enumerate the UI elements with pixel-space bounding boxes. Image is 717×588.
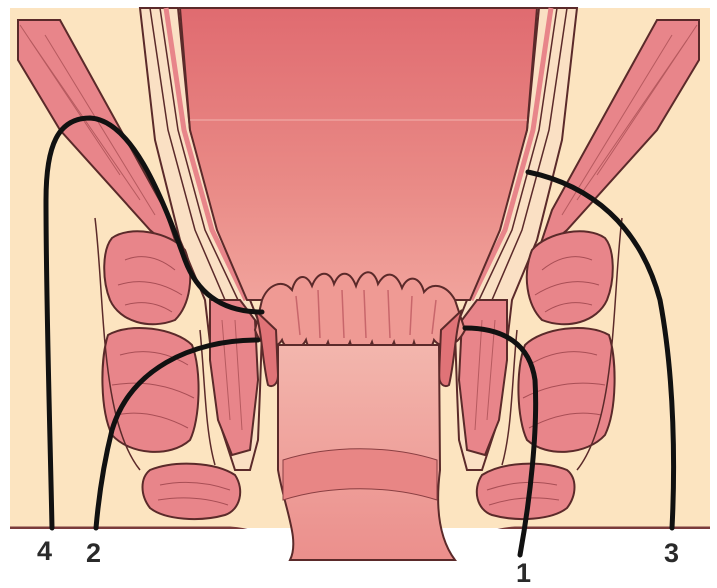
deep-external-sphincter-left (102, 328, 198, 452)
tract-label-3: 3 (664, 540, 679, 567)
puborectalis-right (527, 231, 613, 324)
tract-label-4: 4 (37, 538, 52, 565)
subcutaneous-sphincter-left (143, 464, 241, 519)
tract-label-1: 1 (516, 560, 531, 587)
tract-label-2: 2 (86, 540, 101, 567)
rectal-lumen (180, 8, 537, 300)
